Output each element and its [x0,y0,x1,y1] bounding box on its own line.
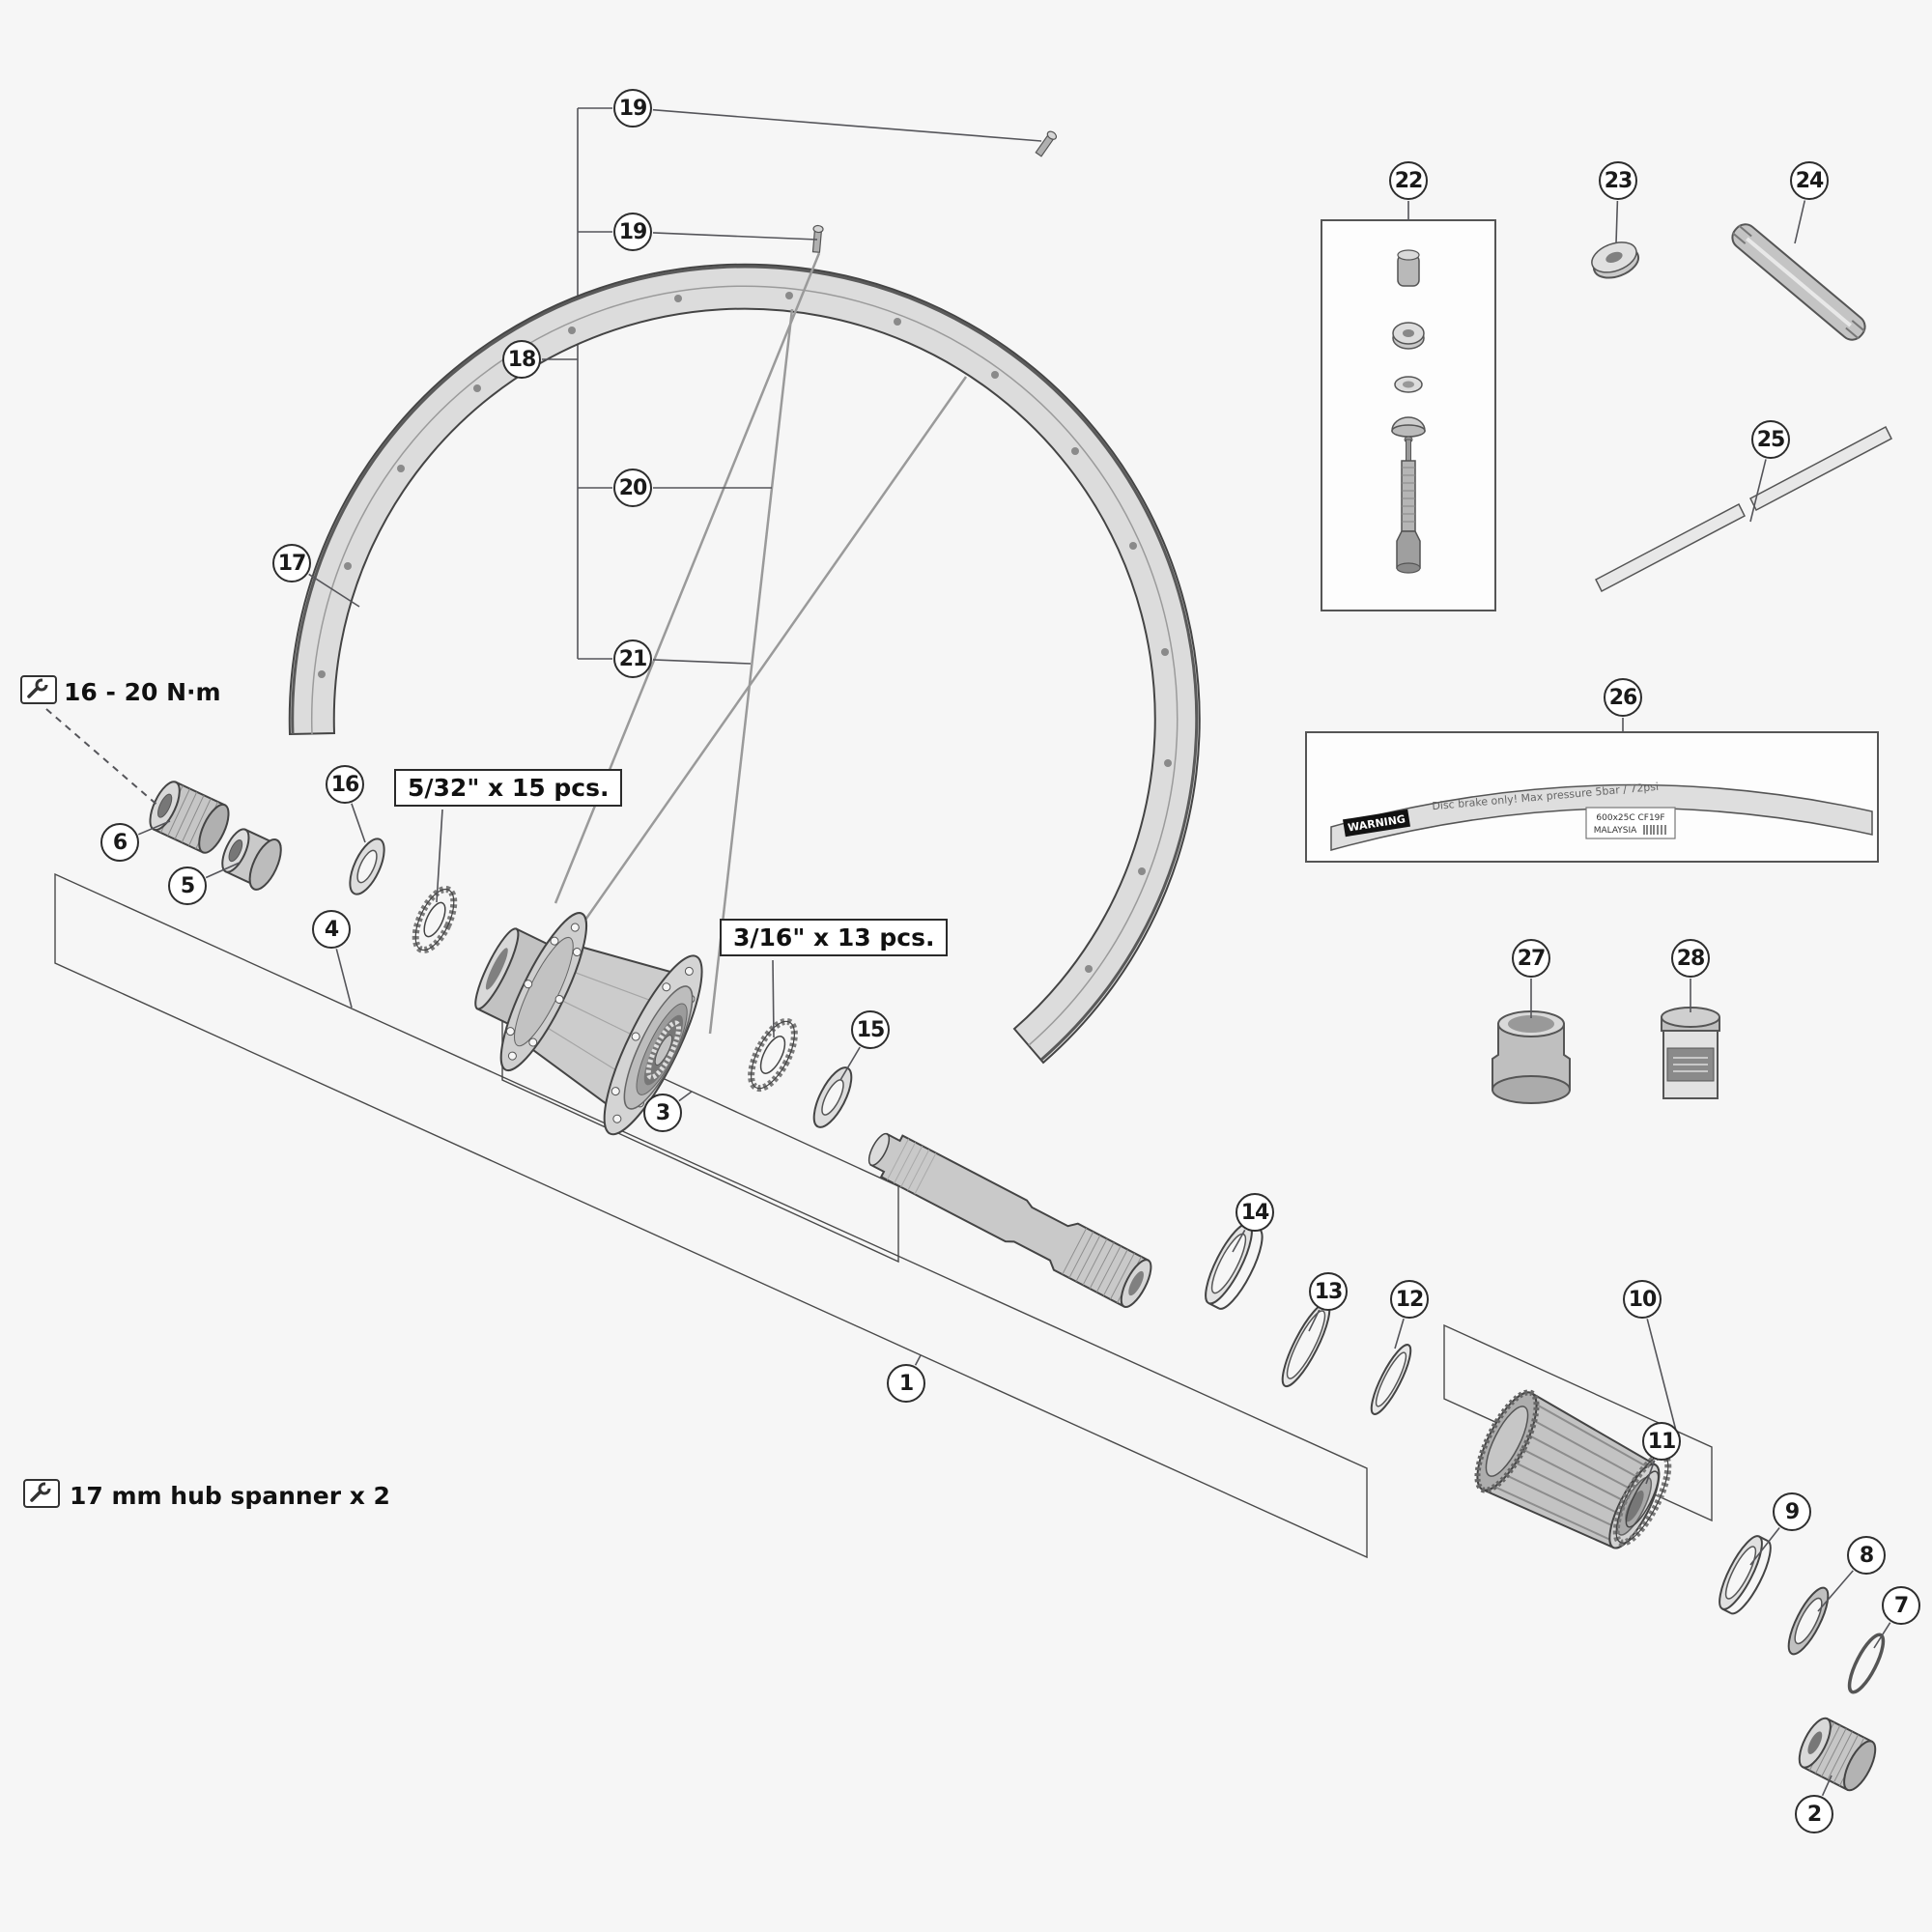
hub-spanner-icon [23,1479,60,1508]
callout-16: 16 [326,765,364,804]
barcode [1643,825,1666,835]
part-12-ring [1370,1344,1412,1415]
callout-3: 3 [643,1094,682,1132]
part-6-end-cap [149,781,230,854]
part-9-seal-collar [1719,1535,1772,1615]
spoke-nipple [811,224,824,253]
part-5-locknut [221,828,282,891]
callout-18: 18 [502,340,541,379]
valve-nut [1392,322,1425,350]
callout-26: 26 [1604,678,1642,717]
part-25-rim-tape [1595,425,1892,593]
callout-20: 20 [613,469,652,507]
hub-spanner-label: 17 mm hub spanner x 2 [70,1482,390,1510]
callout-21: 21 [613,639,652,678]
rim [288,263,1201,1065]
callout-8: 8 [1847,1536,1886,1575]
part-ball-retainer-small [412,886,458,953]
valve-parts-box [1321,219,1496,611]
part-23-rim-nut [1591,242,1640,279]
callout-1: 1 [887,1364,925,1403]
axle [867,1132,1152,1308]
part-15-seal-ring [812,1066,853,1128]
callout-23: 23 [1599,161,1637,200]
part-ball-retainer-large [748,1017,798,1093]
frame-group-1 [54,872,1368,1559]
spoke-nipple [1035,130,1058,157]
part-14-spacer [1205,1222,1264,1310]
spokes [554,252,968,1035]
callout-11: 11 [1642,1422,1681,1461]
rim-strip-origin: MALAYSIA [1594,826,1637,836]
rim-strip-label: 600x25C CF19F MALAYSIA [1585,807,1676,839]
callout-10: 10 [1623,1280,1662,1319]
part-7-snap-ring [1847,1633,1886,1694]
callout-14: 14 [1236,1193,1274,1232]
spoke-large-label: 3/16" x 13 pcs. [720,919,949,956]
part-8-washer [1787,1586,1830,1656]
spoke-small-label: 5/32" x 15 pcs. [394,769,623,807]
rim-spoke-holes [318,292,1172,973]
valve-grommet [1391,416,1426,438]
freehub-body [1474,1389,1661,1549]
callout-17: 17 [272,544,311,582]
callout-5: 5 [168,867,207,905]
callout-7: 7 [1882,1586,1920,1625]
callout-bracket [577,107,612,660]
part-28-grease-jar [1661,1007,1720,1099]
warning-tag: WARNING [1343,809,1410,838]
callout-12: 12 [1390,1280,1429,1319]
callout-4: 4 [312,910,351,949]
group-frames [54,872,1713,1559]
part-24-wrench-tool [1731,223,1866,341]
valve-washer [1394,376,1423,393]
callout-15: 15 [851,1010,890,1049]
callout-13: 13 [1309,1272,1348,1311]
part-27-adapter [1492,1010,1571,1104]
rim-strip-size: 600x25C CF19F [1596,813,1664,823]
part-13-ring [1281,1301,1331,1388]
torque-label: 16 - 20 N·m [64,678,221,706]
callout-25: 25 [1751,420,1790,459]
callout-2: 2 [1795,1795,1833,1833]
callout-28: 28 [1671,939,1710,978]
callout-9: 9 [1773,1492,1811,1531]
callout-24: 24 [1790,161,1829,200]
rim-strip-box: WARNING Disc brake only! Max pressure 5b… [1305,731,1879,863]
callout-19: 19 [613,89,652,128]
valve-stem [1396,436,1421,574]
torque-wrench-icon [20,675,57,704]
callout-27: 27 [1512,939,1550,978]
callout-19: 19 [613,213,652,251]
part-2-end-cap [1798,1717,1877,1792]
frame-group-10 [1443,1323,1713,1522]
part-16-seal-washer [349,838,385,895]
valve-cap [1397,249,1420,287]
callout-6: 6 [100,823,139,862]
callout-22: 22 [1389,161,1428,200]
label-leaders [45,708,775,1038]
hub-shell [474,912,703,1136]
